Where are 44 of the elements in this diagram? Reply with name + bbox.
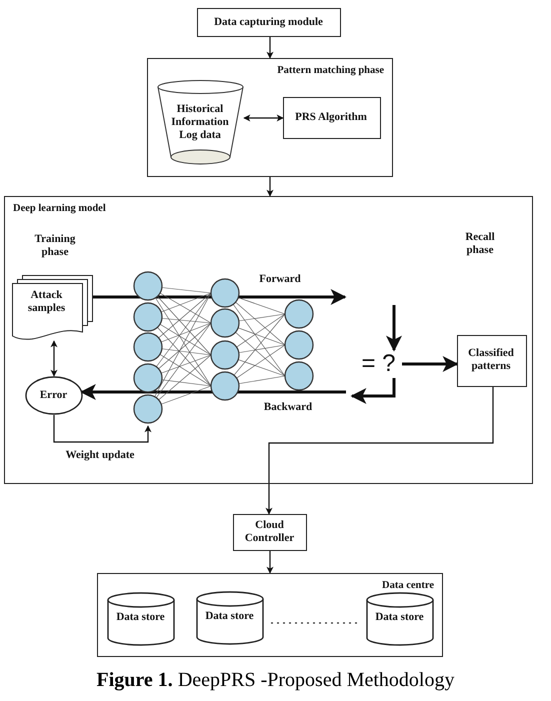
arrow — [50, 340, 58, 377]
comparison-symbol-text: = ? — [360, 350, 397, 378]
group-frame — [4, 196, 533, 484]
document-stack — [12, 274, 94, 340]
arrow — [266, 37, 274, 59]
node-label: Data capturing module — [213, 14, 324, 30]
node-label: PRS Algorithm — [294, 110, 368, 124]
edge-label: Backward — [262, 401, 314, 414]
edge-label: Forward — [258, 273, 302, 286]
node-label: Classified patterns — [467, 346, 515, 374]
edge-label: Weight update — [64, 449, 136, 462]
group-heading: Deep learning model — [13, 202, 106, 215]
group-frame — [97, 573, 443, 657]
group-heading: Data centre — [382, 579, 434, 592]
arrow — [350, 378, 396, 404]
node-label: Cloud Controller — [244, 518, 296, 546]
arrow — [266, 177, 274, 197]
phase-label: Training phase — [34, 233, 76, 259]
node-label: Data store — [204, 610, 255, 622]
group-frame — [147, 58, 393, 177]
database-cylinder — [106, 592, 174, 646]
figure-caption: Figure 1. DeepPRS -Proposed Methodology — [96, 669, 456, 692]
arrow — [266, 551, 274, 574]
process-box — [456, 334, 526, 386]
neural-network-drawing — [132, 270, 314, 426]
database-cylinder — [366, 592, 434, 646]
process-ellipse — [24, 376, 82, 414]
arrow — [266, 387, 494, 515]
node-label: Historical Information Log data — [170, 102, 230, 142]
group-heading: Pattern matching phase — [277, 64, 384, 77]
node-label: Attack samples — [26, 288, 66, 314]
phase-label: Recall phase — [464, 231, 496, 257]
arrow — [80, 384, 346, 400]
process-box — [282, 96, 380, 138]
arrow — [402, 356, 459, 372]
node-label: Data store — [374, 610, 425, 624]
arrow — [243, 114, 284, 122]
node-label: Error — [38, 388, 68, 402]
arrow — [386, 305, 402, 352]
process-box — [197, 8, 341, 37]
database-cylinder — [196, 590, 264, 644]
node-label: Data store — [115, 610, 166, 624]
arrow — [53, 415, 152, 443]
process-box — [233, 514, 307, 551]
